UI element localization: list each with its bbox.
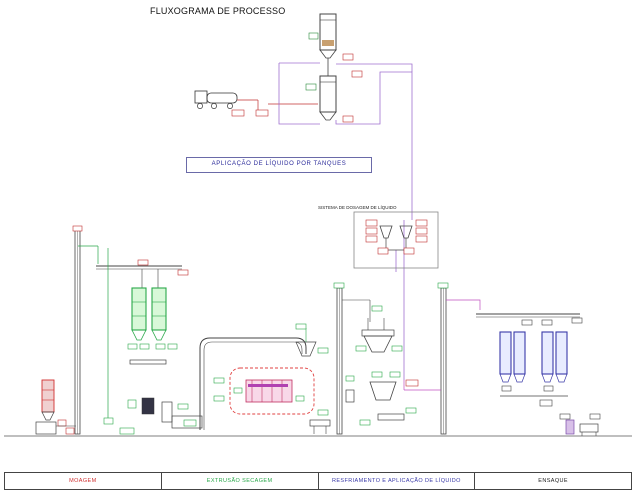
legend-cooling: RESFRIAMENTO E APLICAÇÃO DE LÍQUIDO [319,473,476,489]
grinding-section [35,379,76,435]
middle-silo [305,58,363,123]
section-legend: MOAGEM EXTRUSÃO SECAGEM RESFRIAMENTO E A… [4,472,632,490]
legend-bagging: ENSAQUE [538,478,568,484]
legend-extrusion: EXTRUSÃO SECAGEM [162,473,319,489]
liquid-application-box: APLICAÇÃO DE LÍQUIDO POR TANQUES [186,157,372,173]
dryer-section [199,323,331,434]
top-silo [308,13,354,61]
dosing-system [353,211,439,269]
liquid-lines [278,62,413,380]
cooling-section [333,282,419,435]
elevator-1 [72,225,99,435]
top-silo-fill [322,40,334,46]
tanker-truck [194,90,318,117]
extrusion-section [96,248,203,435]
dosing-system-label: SISTEMA DE DOSAGEM DE LÍQUIDO [318,205,397,210]
legend-grinding: MOAGEM [5,473,162,489]
page-title: FLUXOGRAMA DE PROCESSO [150,6,286,16]
bagging-section [403,282,601,436]
liquid-application-label: APLICAÇÃO DE LÍQUIDO POR TANQUES [211,161,347,167]
